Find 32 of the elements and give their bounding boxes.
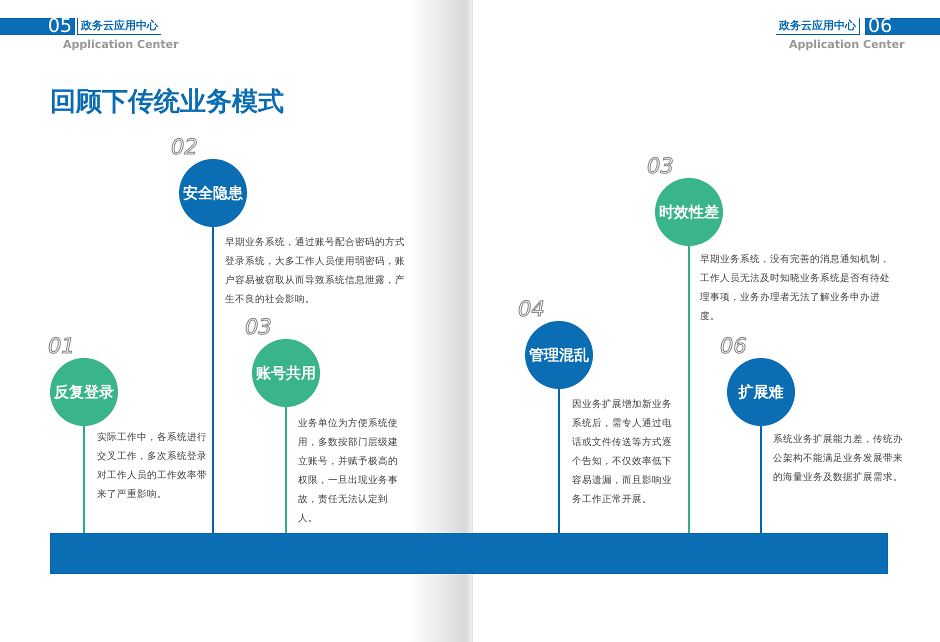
step-number: 04 bbox=[518, 298, 545, 320]
topic-circle: 安全隐患 bbox=[179, 159, 247, 227]
step-number: 03 bbox=[647, 155, 674, 177]
step-number: 06 bbox=[720, 335, 747, 357]
connector-line bbox=[558, 389, 560, 533]
description-text: 实际工作中，各系统进行交叉工作，多次系统登录对工作人员的工作效率带来了严重影响。 bbox=[97, 431, 208, 502]
connector-line bbox=[212, 227, 214, 533]
connector-line bbox=[688, 246, 690, 533]
step-number: 03 bbox=[245, 316, 272, 338]
description-text: 业务单位为方便系统使用，多数按部门层级建立账号，并赋予极高的权限，一旦出现业务事故，责任无法认定到人。 bbox=[298, 417, 399, 526]
description-text: 早期业务系统，没有完善的消息通知机制，工作人员无法及时知晓业务系统是否有待处理事项，业务办理者无法了解业务申办进度。 bbox=[700, 253, 891, 324]
connector-line bbox=[760, 426, 762, 533]
header-subtitle: Application Center bbox=[63, 38, 178, 51]
topic-circle: 管理混乱 bbox=[525, 321, 593, 389]
header-bar: 06 bbox=[865, 18, 940, 35]
header-subtitle: Application Center bbox=[789, 38, 904, 51]
topic-circle: 时效性差 bbox=[655, 178, 723, 246]
header-title: 政务云应用中心 bbox=[776, 18, 860, 35]
header-title: 政务云应用中心 bbox=[77, 18, 161, 35]
description-text: 因业务扩展增加新业务系统后，需专人通过电话或文件传送等方式逐个告知，不仅效率低下容易遗漏，而且影响业务工作正常开展。 bbox=[572, 398, 673, 507]
header-bar: 05 bbox=[0, 18, 75, 35]
timeline-bar bbox=[50, 533, 888, 574]
connector-line bbox=[83, 426, 85, 533]
description-text: 系统业务扩展能力差，传统办公架构不能满足业务发展带来的海量业务及数据扩展需求。 bbox=[773, 433, 904, 485]
topic-circle: 反复登录 bbox=[50, 358, 118, 426]
step-number: 02 bbox=[171, 136, 198, 158]
topic-circle: 扩展难 bbox=[727, 358, 795, 426]
step-number: 01 bbox=[48, 335, 75, 357]
connector-line bbox=[285, 407, 287, 533]
topic-circle: 账号共用 bbox=[252, 339, 320, 407]
description-text: 早期业务系统，通过账号配合密码的方式登录系统，大多工作人员使用弱密码，账户容易被窃取从而导致系统信息泄露，产生不良的社会影响。 bbox=[225, 236, 406, 307]
page-title: 回顾下传统业务模式 bbox=[50, 86, 284, 119]
